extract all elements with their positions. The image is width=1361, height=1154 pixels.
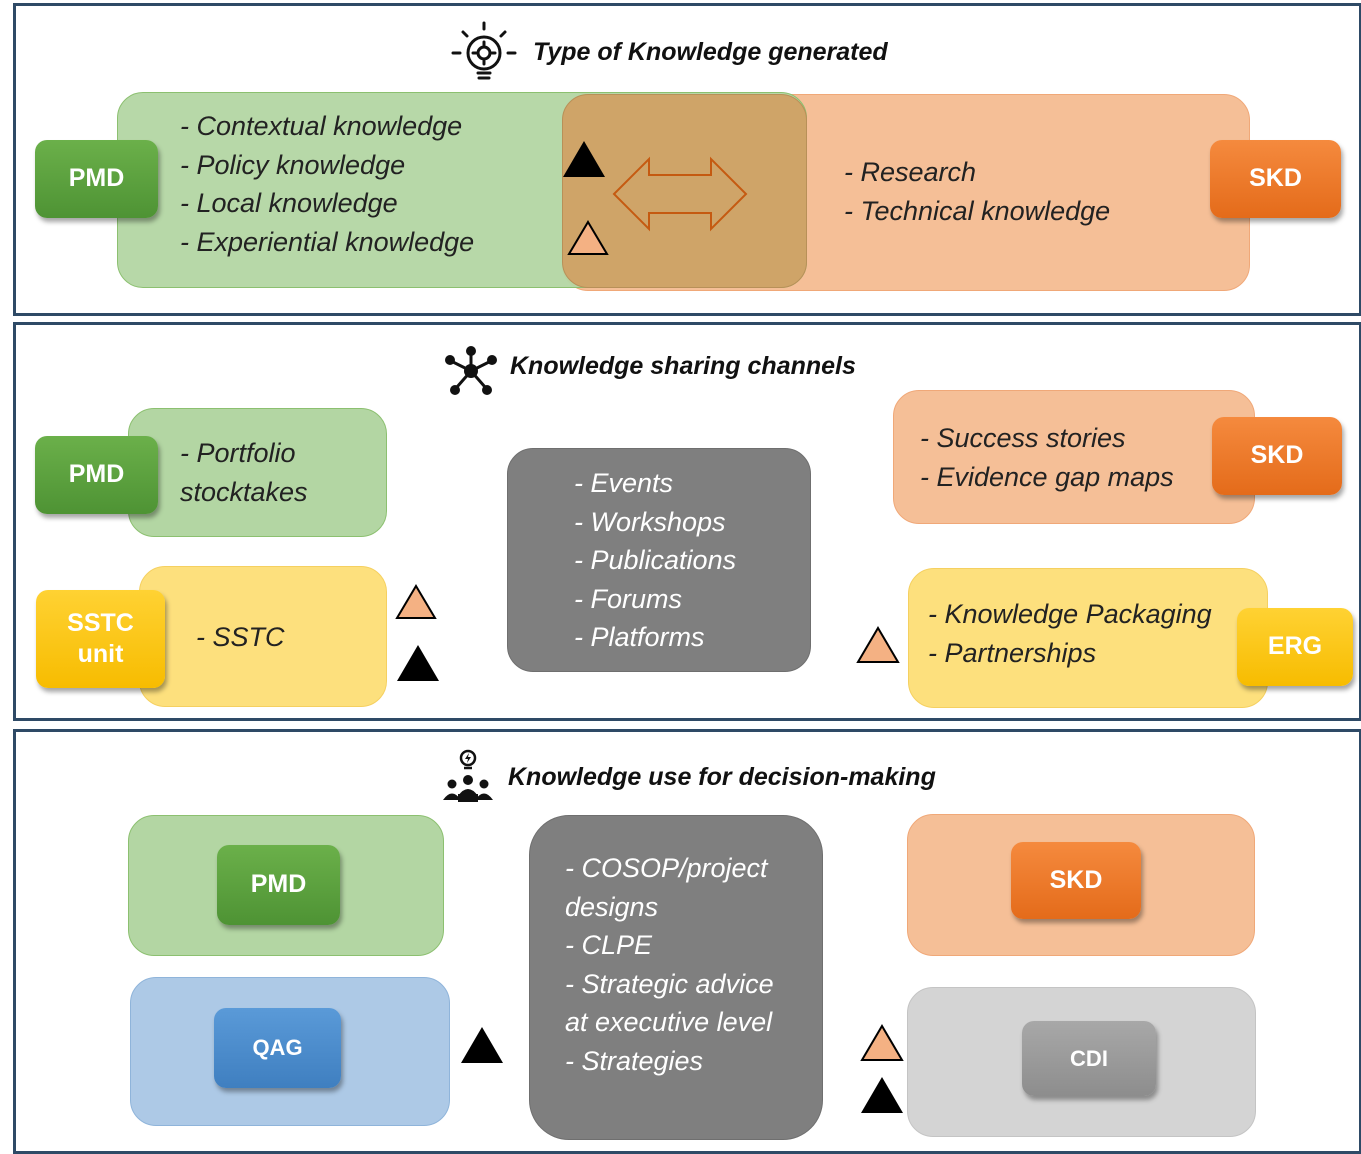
list-item: - Strategies [565,1045,704,1076]
list-item: - Technical knowledge [844,195,1111,226]
list-item: - Policy knowledge [180,149,406,180]
list-item: - Success stories [920,423,1126,453]
list-item: stocktakes [180,476,308,507]
list-item: designs [565,891,659,922]
success-stories-list: - Success stories - Evidence gap maps [920,419,1174,496]
list-item: - Contextual knowledge [180,111,463,141]
channels-box [507,448,811,672]
sstc-list: - SSTC [196,618,285,657]
tag-line: unit [77,640,124,668]
double-arrow-icon [612,155,748,233]
list-item: - Forums [574,583,682,614]
list-item: at executive level [565,1007,773,1037]
salmon-triangle [856,626,900,663]
generated-right-list: - Research - Technical knowledge [844,153,1110,230]
generated-left-list: - Contextual knowledge - Policy knowledg… [180,107,474,261]
section-title: Type of Knowledge generated [533,38,888,66]
success-stories-box [893,390,1255,524]
cdi-tag: CDI [1022,1021,1156,1096]
salmon-triangle [395,584,437,619]
list-item: - Workshops [574,506,726,537]
black-triangle [397,645,439,681]
list-item: - Local knowledge [180,188,398,218]
knowledge-packaging-box [908,568,1268,708]
list-item: - Strategic advice [565,968,774,999]
decision-uses-list: - COSOP/project designs - CLPE - Strateg… [565,849,774,1080]
portfolio-box [128,408,387,537]
list-item: - SSTC [196,622,285,652]
channels-list: - Events - Workshops - Publications - Fo… [574,464,736,657]
knowledge-packaging-list: - Knowledge Packaging - Partnerships [928,595,1212,672]
list-item: - Research [844,157,977,187]
list-item: - Knowledge Packaging [928,599,1212,629]
list-item: - COSOP/project [565,853,768,883]
pmd-tag: PMD [217,845,340,925]
list-item: - Experiential knowledge [180,226,475,257]
list-item: - Platforms [574,622,705,652]
salmon-triangle [860,1024,904,1061]
sstc-box [139,566,387,707]
list-item: - Publications [574,545,737,575]
pmd-tag: PMD [35,140,158,218]
overlap-area [562,94,807,288]
skd-tag: SKD [1011,842,1141,919]
pmd-tag: PMD [35,436,158,514]
team-idea-icon [440,748,496,804]
salmon-triangle [567,220,609,255]
list-item: - Evidence gap maps [920,461,1174,492]
section-title: Knowledge use for decision-making [508,763,936,791]
black-triangle [861,1077,903,1113]
black-triangle [461,1027,503,1063]
decision-uses-box [529,815,823,1140]
section-title: Knowledge sharing channels [510,352,856,380]
skd-tag: SKD [1212,417,1342,495]
sstc-unit-tag: SSTC unit [36,590,165,688]
list-item: - Events [574,468,674,498]
lightbulb-gear-icon [449,20,519,90]
qag-tag: QAG [214,1008,341,1088]
portfolio-list: - Portfolio stocktakes [180,434,308,511]
list-item: - Partnerships [928,637,1097,668]
tag-line: SSTC [67,608,134,637]
list-item: - CLPE [565,930,653,960]
erg-tag: ERG [1237,608,1353,686]
network-people-icon [443,345,499,397]
skd-tag: SKD [1210,140,1341,218]
black-triangle [563,141,605,177]
list-item: - Portfolio [180,438,296,468]
